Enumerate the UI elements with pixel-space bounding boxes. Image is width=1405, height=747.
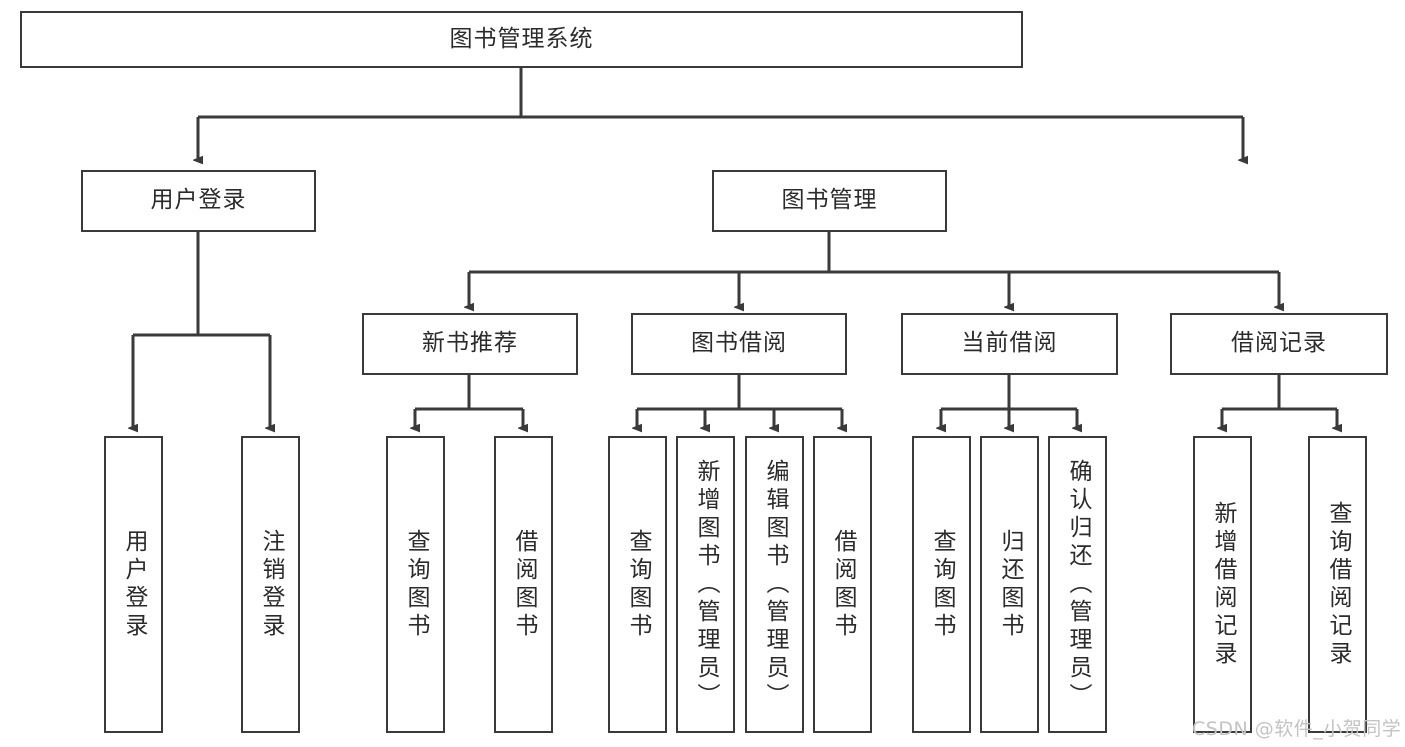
- node-new-book-recommend[interactable]: 新书推荐: [362, 313, 578, 375]
- node-borrow-record[interactable]: 借阅记录: [1170, 313, 1388, 375]
- leaf-book-borrow-edit[interactable]: 编辑图书（管理员）: [745, 436, 804, 733]
- node-label: 借阅图书: [830, 528, 856, 641]
- node-label: 图书管理系统: [449, 25, 594, 52]
- node-label: 新书推荐: [422, 330, 518, 357]
- leaf-borrow-record-query[interactable]: 查询借阅记录: [1308, 436, 1367, 733]
- leaf-new-book-query[interactable]: 查询图书: [386, 436, 445, 733]
- node-label: 图书管理: [781, 187, 878, 214]
- leaf-current-borrow-confirm[interactable]: 确认归还（管理员）: [1048, 436, 1107, 733]
- leaf-book-borrow-lend[interactable]: 借阅图书: [813, 436, 872, 733]
- node-user-login[interactable]: 用户登录: [81, 170, 316, 232]
- node-label: 图书借阅: [691, 330, 787, 357]
- node-current-borrow[interactable]: 当前借阅: [901, 313, 1118, 375]
- node-root-system[interactable]: 图书管理系统: [20, 11, 1023, 68]
- node-label: 归还图书: [997, 528, 1023, 641]
- node-label: 借阅记录: [1231, 330, 1327, 357]
- leaf-book-borrow-query[interactable]: 查询图书: [608, 436, 667, 733]
- node-label: 查询借阅记录: [1325, 500, 1351, 669]
- node-book-management[interactable]: 图书管理: [712, 170, 947, 232]
- leaf-user-login-signout[interactable]: 注销登录: [241, 436, 300, 733]
- leaf-book-borrow-add[interactable]: 新增图书（管理员）: [676, 436, 735, 733]
- leaf-user-login-signin[interactable]: 用户登录: [104, 436, 163, 733]
- leaf-borrow-record-add[interactable]: 新增借阅记录: [1193, 436, 1252, 733]
- leaf-new-book-borrow[interactable]: 借阅图书: [494, 436, 553, 733]
- node-label: 新增借阅记录: [1210, 500, 1236, 669]
- node-label: 用户登录: [150, 187, 247, 214]
- node-label: 查询图书: [625, 528, 651, 641]
- node-label: 查询图书: [929, 528, 955, 641]
- node-label: 编辑图书（管理员）: [762, 458, 788, 711]
- node-book-borrow[interactable]: 图书借阅: [631, 313, 847, 375]
- node-label: 用户登录: [121, 528, 147, 641]
- node-label: 借阅图书: [511, 528, 537, 641]
- leaf-current-borrow-query[interactable]: 查询图书: [912, 436, 971, 733]
- node-label: 查询图书: [403, 528, 429, 641]
- watermark: CSDN @软件_小贺同学: [1192, 718, 1402, 740]
- leaf-current-borrow-return[interactable]: 归还图书: [980, 436, 1039, 733]
- node-label: 确认归还（管理员）: [1065, 458, 1091, 711]
- node-label: 当前借阅: [961, 330, 1058, 357]
- node-label: 新增图书（管理员）: [693, 458, 719, 711]
- node-label: 注销登录: [258, 528, 284, 641]
